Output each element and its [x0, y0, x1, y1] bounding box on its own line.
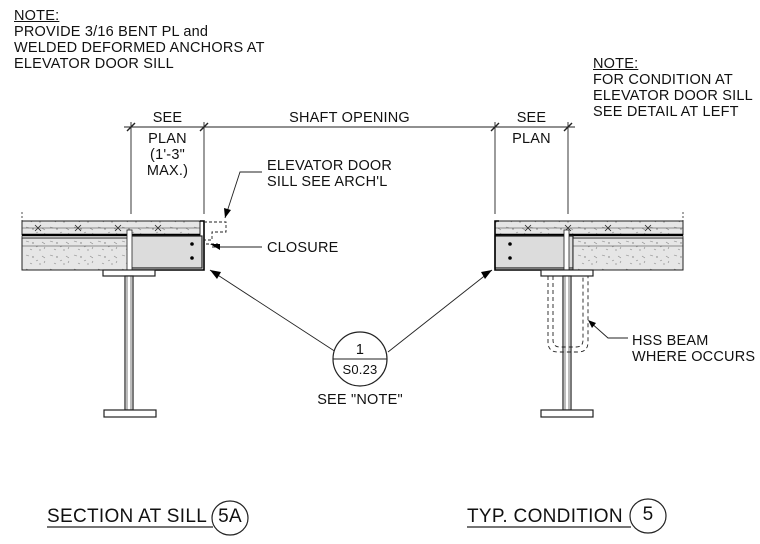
- right-note-line-2: ELEVATOR DOOR SILL: [593, 88, 753, 104]
- right-steel-beam: [540, 269, 594, 418]
- left-dimension-text: PLAN (1'-3" MAX.): [131, 131, 204, 179]
- left-note-heading: NOTE:: [14, 8, 60, 24]
- right-dimension-see: SEE: [516, 110, 547, 126]
- hss-callout: HSS BEAM WHERE OCCURS: [632, 333, 755, 365]
- left-dimension-see: SEE: [152, 110, 183, 126]
- right-note-line-1: FOR CONDITION AT: [593, 72, 733, 88]
- sill-callout-line-1: ELEVATOR DOOR: [267, 158, 393, 174]
- sill-callout: ELEVATOR DOOR SILL SEE ARCH'L: [267, 158, 392, 190]
- left-dimension-size: (1'-3": [150, 147, 185, 163]
- hss-callout-line-1: HSS BEAM: [632, 333, 709, 349]
- left-dimension-max: MAX.): [146, 163, 189, 179]
- left-note: NOTE: PROVIDE 3/16 BENT PL and WELDED DE…: [14, 8, 265, 72]
- hss-callout-line-2: WHERE OCCURS: [632, 349, 756, 365]
- sill-callout-line-2: SILL SEE ARCH'L: [267, 174, 388, 190]
- left-detail-title: SECTION AT SILL: [47, 506, 208, 527]
- section-bubble-number: 1: [355, 342, 365, 358]
- right-note-heading: NOTE:: [593, 56, 639, 72]
- shaft-opening-label: SHAFT OPENING: [289, 110, 410, 126]
- right-dimension-plan: PLAN: [512, 131, 551, 147]
- right-note-line-3: SEE DETAIL AT LEFT: [593, 104, 739, 120]
- leader-lines: [209, 171, 628, 353]
- left-detail-tag: 5A: [218, 506, 242, 527]
- right-detail-title: TYP. CONDITION: [467, 506, 623, 527]
- leader-arrowheads: [210, 208, 596, 328]
- left-note-line-2: WELDED DEFORMED ANCHORS AT: [14, 40, 265, 56]
- left-slab-assembly: [21, 212, 227, 272]
- dimension-lines: [124, 122, 575, 214]
- title-tag-circles: [211, 498, 667, 536]
- section-bubble: [332, 331, 388, 387]
- left-note-line-3: ELEVATOR DOOR SILL: [14, 56, 174, 72]
- left-dimension-plan: PLAN: [148, 131, 187, 147]
- right-note: NOTE: FOR CONDITION AT ELEVATOR DOOR SIL…: [593, 56, 753, 120]
- closure-callout: CLOSURE: [267, 240, 339, 256]
- section-bubble-sheet: S0.23: [342, 362, 378, 377]
- hss-beam-outline: [547, 276, 589, 353]
- section-bubble-caption: SEE "NOTE": [317, 392, 403, 408]
- right-slab-assembly: [494, 212, 684, 272]
- right-detail-tag: 5: [642, 504, 654, 525]
- left-steel-beam: [102, 269, 157, 418]
- left-note-line-1: PROVIDE 3/16 BENT PL and: [14, 24, 209, 40]
